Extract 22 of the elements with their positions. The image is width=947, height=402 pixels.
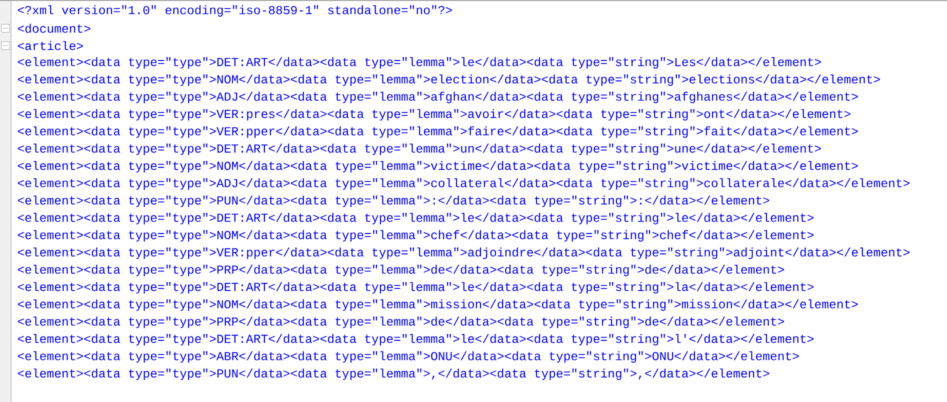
code-line: <element><data type="type">NOM</data><data type="lemma">election</data><data type="string">elections</data></element>: [18, 74, 880, 86]
code-line: <element><data type="type">PUN</data><data type="lemma">:</data><data type="string">:</data></element>: [18, 196, 770, 208]
code-line: <element><data type="type">PRP</data><data type="lemma">de</data><data type="string">de</data></element>: [18, 264, 784, 276]
code-line: <document>: [18, 24, 90, 33]
code-line: <?xml version="1.0" encoding="iso-8859-1" standalone="no"?>: [18, 5, 452, 17]
code-line: <element><data type="type">DET:ART</data><data type="lemma">le</data><data type="string">Les</data></element>: [18, 57, 821, 69]
code-line: <element><data type="type">PUN</data><data type="lemma">,</data><data type="string">,</data></element>: [18, 368, 770, 380]
code-line: <article>: [18, 41, 83, 50]
code-line: <element><data type="type">VER:pres</data><data type="lemma">avoir</data><data type="string">ont</data></element>: [18, 109, 850, 121]
code-line: <element><data type="type">DET:ART</data><data type="lemma">un</data><data type="string">une</data></element>: [18, 144, 821, 156]
code-line: <element><data type="type">PRP</data><data type="lemma">de</data><data type="string">de</data></element>: [18, 316, 784, 328]
code-line: <element><data type="type">ADJ</data><data type="lemma">afghan</data><data type="string">afghanes</data></element>: [18, 92, 858, 104]
code-line: <element><data type="type">NOM</data><data type="lemma">victime</data><data type="string">victime</data></element>: [18, 160, 858, 172]
code-line: <element><data type="type">NOM</data><data type="lemma">mission</data><data type="string">mission</data></element>: [18, 299, 858, 311]
code-line: <element><data type="type">DET:ART</data><data type="lemma">le</data><data type="string">le</data></element>: [18, 212, 814, 224]
code-line: <element><data type="type">ADJ</data><data type="lemma">collateral</data><data type="string">collaterale</data></element>: [18, 178, 910, 190]
code-line: <element><data type="type">VER:pper</data><data type="lemma">adjoindre</data><data type="string">adjoint</data></element>: [18, 247, 910, 259]
code-line: <element><data type="type">ABR</data><data type="lemma">ONU</data><data type="string">ONU</data></element>: [18, 351, 799, 363]
code-line: <element><data type="type">DET:ART</data><data type="lemma">le</data><data type="string">la</data></element>: [18, 282, 814, 294]
code-line: <element><data type="type">NOM</data><data type="lemma">chef</data><data type="string">chef</data></element>: [18, 230, 814, 242]
code-line: <element><data type="type">VER:pper</data><data type="lemma">faire</data><data type="string">fait</data></element>: [18, 126, 858, 138]
code-line: <element><data type="type">DET:ART</data><data type="lemma">le</data><data type="string">l'</data></element>: [18, 334, 814, 346]
